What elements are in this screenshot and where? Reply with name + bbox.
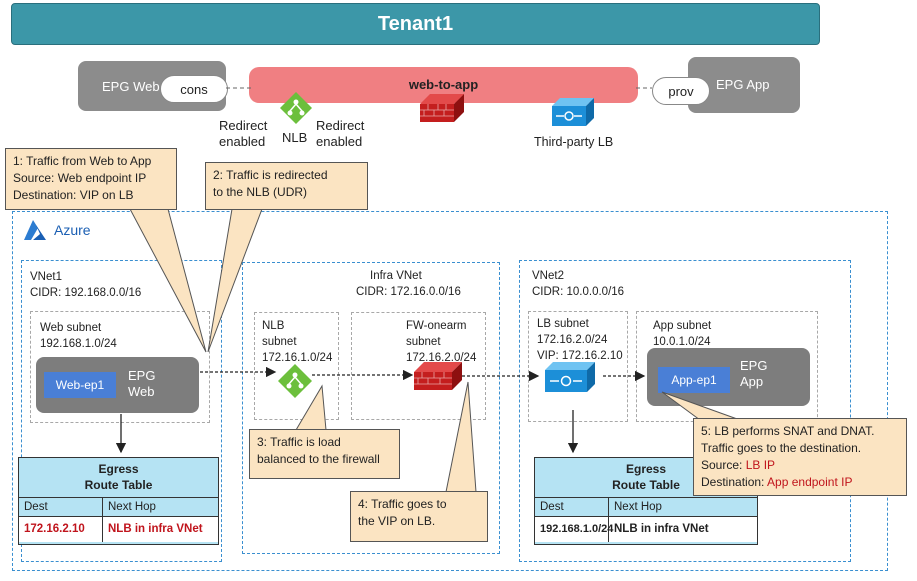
callout-5: 5: LB performs SNAT and DNAT. Traffic go… bbox=[693, 418, 907, 496]
app-endpoint[interactable]: App-ep1 bbox=[658, 367, 730, 393]
fw-subnet-box bbox=[351, 312, 486, 420]
callout5-dst-value: App endpoint IP bbox=[767, 475, 853, 489]
callout5-src-value: LB IP bbox=[745, 458, 776, 472]
third-party-lb-label: Third-party LB bbox=[534, 135, 614, 149]
consumer-port-label: cons bbox=[180, 81, 208, 97]
callout2-tail bbox=[207, 208, 263, 353]
nlb-icon bbox=[278, 364, 312, 398]
tenant-banner: Tenant1 bbox=[11, 3, 820, 45]
lb-top-icon bbox=[552, 98, 594, 126]
lb-subnet-box bbox=[528, 311, 628, 422]
provider-port-label: prov bbox=[668, 83, 694, 99]
nlb-top-icon bbox=[280, 92, 312, 124]
firewall-top-icon bbox=[420, 94, 464, 122]
epg-app-label: EPG App bbox=[716, 77, 770, 92]
consumer-port: cons bbox=[160, 75, 228, 103]
firewall-icon bbox=[414, 362, 462, 390]
azure-region bbox=[12, 211, 888, 571]
rt2-col-dest: Dest bbox=[535, 498, 609, 516]
epg-web-label: EPG Web bbox=[102, 79, 160, 94]
nlb-subnet-box bbox=[254, 312, 339, 420]
tenant-title: Tenant1 bbox=[377, 12, 454, 35]
nlb-top-label: NLB bbox=[282, 130, 308, 145]
web-endpoint[interactable]: Web-ep1 bbox=[44, 372, 116, 398]
provider-port: prov bbox=[652, 77, 710, 105]
vnet2-box bbox=[519, 260, 851, 562]
callout4-tail bbox=[445, 381, 477, 493]
lb-icon bbox=[545, 362, 595, 392]
callout1-tail bbox=[129, 208, 207, 353]
rt1-col-hop: Next Hop bbox=[108, 501, 156, 513]
callout5-tail bbox=[661, 391, 741, 421]
rt1-hop: NLB in infra VNet bbox=[108, 523, 203, 535]
infra-vnet-box bbox=[242, 262, 500, 554]
vnet1-box bbox=[21, 260, 222, 562]
rt1-col-dest: Dest bbox=[19, 498, 103, 516]
app-endpoint-label: App-ep1 bbox=[671, 373, 717, 387]
azure-label: Azure bbox=[54, 222, 91, 238]
rt2-col-hop: Next Hop bbox=[614, 501, 662, 513]
contract-label: web-to-app bbox=[408, 77, 479, 92]
callout3-tail bbox=[295, 384, 327, 431]
azure-logo-icon bbox=[24, 220, 46, 240]
web-endpoint-label: Web-ep1 bbox=[55, 378, 105, 392]
rt2-hop: NLB in infra VNet bbox=[614, 523, 709, 535]
rt2-dest: 192.168.1.0/24 bbox=[535, 517, 613, 542]
rt1-dest: 172.16.2.10 bbox=[19, 517, 103, 542]
web-subnet-box bbox=[30, 311, 210, 423]
